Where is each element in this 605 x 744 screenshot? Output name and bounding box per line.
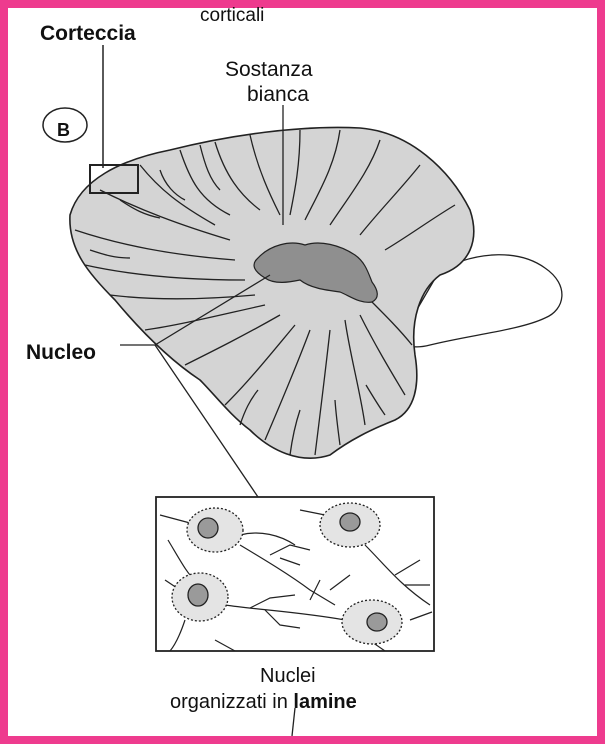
sostanza-label-line2: bianca <box>247 83 309 106</box>
cerebellum-illustration <box>8 8 597 736</box>
nuclei-label-normal: organizzati in <box>170 691 293 713</box>
nuclei-label-line2: organizzati in lamine <box>170 691 357 713</box>
cut-top-label: corticali <box>200 6 264 27</box>
sostanza-label-line1: Sostanza <box>225 58 313 81</box>
nucleo-label: Nucleo <box>26 341 96 364</box>
corteccia-label: Corteccia <box>40 22 136 45</box>
nuclei-label-bold: lamine <box>293 691 356 713</box>
nuclei-label-line1: Nuclei <box>260 665 316 687</box>
panel-letter: B <box>57 121 70 141</box>
cerebellum-cortex <box>70 127 474 458</box>
